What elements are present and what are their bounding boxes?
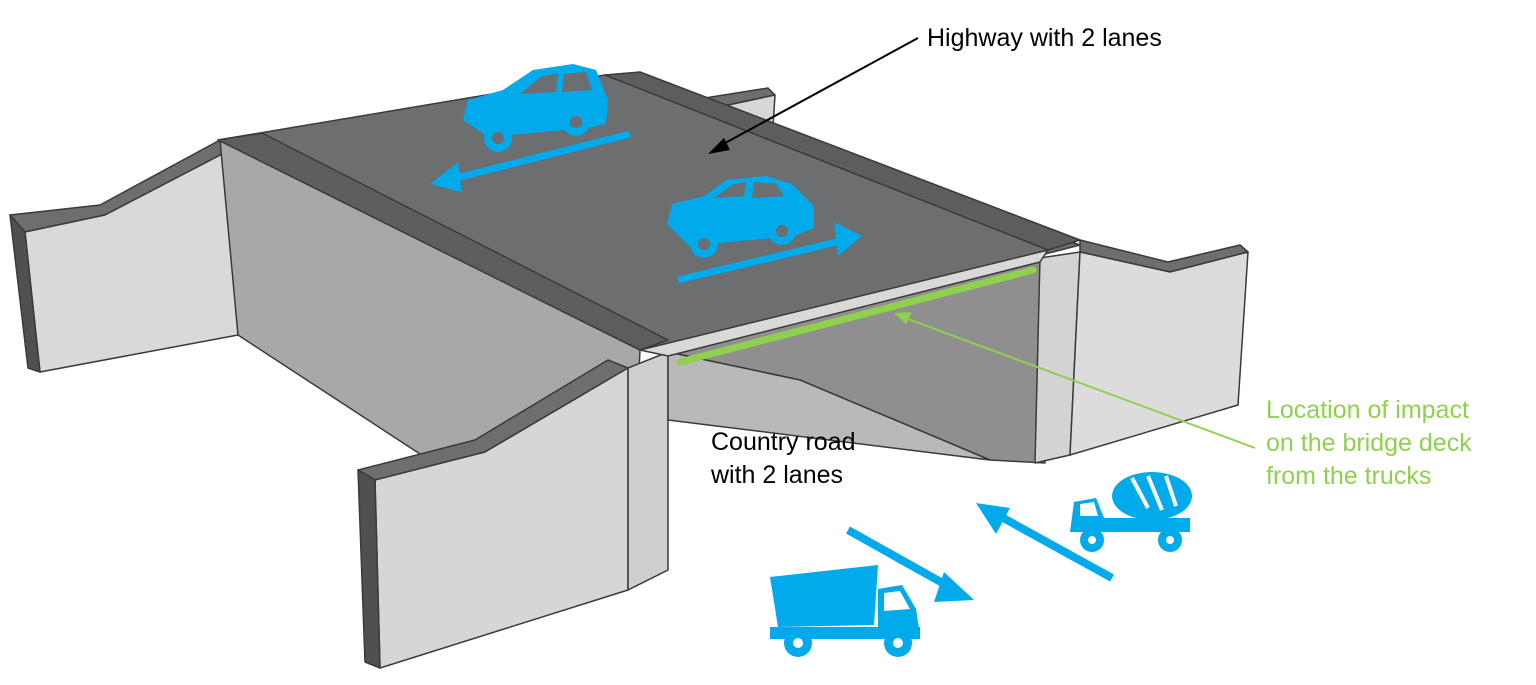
country-road-label: Country road with 2 lanes xyxy=(711,426,856,492)
country-road-label-line-2: with 2 lanes xyxy=(711,461,844,489)
impact-pointer xyxy=(894,312,1256,449)
right-wing-wall-face xyxy=(1069,251,1249,456)
deck-left-curb xyxy=(217,132,669,351)
country-road-label-line-1: Country road xyxy=(711,428,856,456)
impact-pointer-arrowhead xyxy=(894,312,912,324)
direction-arrow-icon xyxy=(976,503,1114,582)
highway-pointer xyxy=(708,37,919,154)
direction-arrow-icon xyxy=(430,130,631,192)
opening-ground xyxy=(667,351,991,461)
cement-mixer-truck-icon xyxy=(1070,472,1192,552)
deck-front-edge xyxy=(639,249,1049,357)
direction-arrow-icon xyxy=(846,526,974,602)
impact-line xyxy=(676,266,1037,366)
direction-arrow-icon xyxy=(677,222,862,284)
left-wing-wall-back-face xyxy=(24,149,239,373)
car-icon xyxy=(667,176,814,258)
bridge-structure xyxy=(9,71,1249,669)
impact-label-line-3: from the trucks xyxy=(1266,462,1432,490)
dump-truck-icon xyxy=(770,565,920,657)
left-wing-wall-front-edge xyxy=(357,469,381,669)
highway-label-text: Highway with 2 lanes xyxy=(927,24,1162,52)
impact-label: Location of impact on the bridge deck fr… xyxy=(1266,394,1472,493)
left-pier-front xyxy=(627,351,669,591)
highway-pointer-arrowhead xyxy=(708,138,730,154)
impact-label-line-1: Location of impact xyxy=(1266,396,1469,424)
impact-label-line-2: on the bridge deck xyxy=(1266,429,1472,457)
left-wing-wall-back-edge xyxy=(9,214,41,373)
highway-label: Highway with 2 lanes xyxy=(927,22,1162,55)
car-icon xyxy=(463,64,608,152)
deck-right-curb xyxy=(604,71,1081,251)
